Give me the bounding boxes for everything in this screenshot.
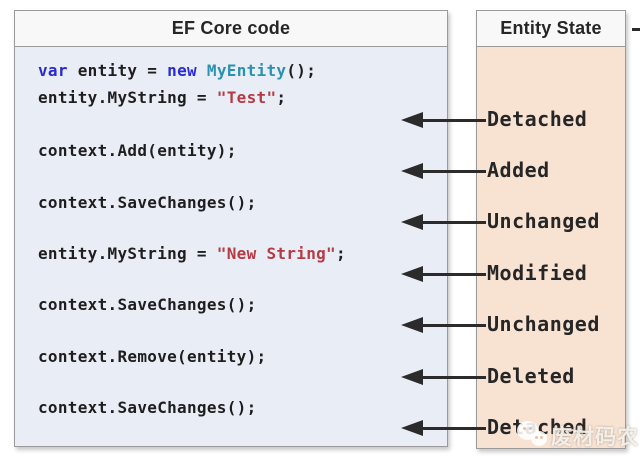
code-token-plain: entity.MyString = bbox=[38, 244, 217, 263]
code-token-plain: context.Remove(entity); bbox=[38, 347, 267, 366]
arrow-line bbox=[421, 427, 486, 430]
code-line: var entity = new MyEntity(); bbox=[38, 62, 316, 80]
arrow-left-icon bbox=[401, 266, 423, 282]
code-token-keyword: var bbox=[38, 61, 68, 80]
ef-core-code-panel: EF Core code bbox=[14, 10, 448, 447]
state-label-deleted: Deleted bbox=[487, 364, 575, 388]
state-label-unchanged: Unchanged bbox=[487, 312, 600, 336]
code-line: context.Remove(entity); bbox=[38, 348, 266, 366]
arrow-left-icon bbox=[401, 317, 423, 333]
code-token-plain: entity = bbox=[67, 61, 168, 80]
code-token-plain: (); bbox=[286, 61, 317, 80]
arrow-left-icon bbox=[401, 163, 423, 179]
code-token-string: "New String" bbox=[216, 244, 336, 263]
arrow-line bbox=[421, 170, 486, 173]
state-area bbox=[477, 47, 625, 448]
state-panel-title: Entity State bbox=[477, 11, 625, 47]
code-token-keyword: new bbox=[167, 61, 197, 80]
watermark-text: 废材码农 bbox=[551, 425, 639, 449]
arrow-line bbox=[421, 119, 486, 122]
code-token-string: "Test" bbox=[216, 88, 277, 107]
code-line: context.SaveChanges(); bbox=[38, 296, 257, 314]
code-token-type: MyEntity bbox=[206, 61, 287, 80]
code-line: context.SaveChanges(); bbox=[38, 399, 257, 417]
code-line: context.Add(entity); bbox=[38, 142, 237, 160]
code-token-plain: context.SaveChanges(); bbox=[38, 295, 257, 314]
arrow-line bbox=[421, 273, 486, 276]
state-label-unchanged: Unchanged bbox=[487, 209, 600, 233]
arrow-left-icon bbox=[401, 369, 423, 385]
arrow-line bbox=[421, 221, 486, 224]
state-label-modified: Modified bbox=[487, 261, 588, 285]
code-panel-title: EF Core code bbox=[15, 11, 447, 47]
code-token-plain bbox=[197, 61, 207, 80]
wechat-icon bbox=[517, 421, 551, 451]
cutoff-line-fragment bbox=[632, 28, 640, 31]
arrow-left-icon bbox=[401, 112, 423, 128]
arrow-left-icon bbox=[401, 420, 423, 436]
code-line: entity.MyString = "New String"; bbox=[38, 245, 346, 263]
arrow-line bbox=[421, 324, 486, 327]
entity-state-panel: Entity State bbox=[476, 10, 626, 449]
code-token-plain: context.SaveChanges(); bbox=[38, 193, 257, 212]
code-token-plain: ; bbox=[336, 244, 346, 263]
code-line: entity.MyString = "Test"; bbox=[38, 89, 286, 107]
code-area bbox=[15, 47, 447, 446]
state-label-added: Added bbox=[487, 158, 550, 182]
arrow-left-icon bbox=[401, 214, 423, 230]
code-token-plain: context.Add(entity); bbox=[38, 141, 237, 160]
code-line: context.SaveChanges(); bbox=[38, 194, 257, 212]
arrow-line bbox=[421, 376, 486, 379]
state-label-detached: Detached bbox=[487, 107, 588, 131]
code-token-plain: ; bbox=[276, 88, 287, 107]
code-token-plain: entity.MyString = bbox=[38, 88, 217, 107]
watermark: 废材码农 bbox=[517, 421, 639, 451]
code-token-plain: context.SaveChanges(); bbox=[38, 398, 257, 417]
